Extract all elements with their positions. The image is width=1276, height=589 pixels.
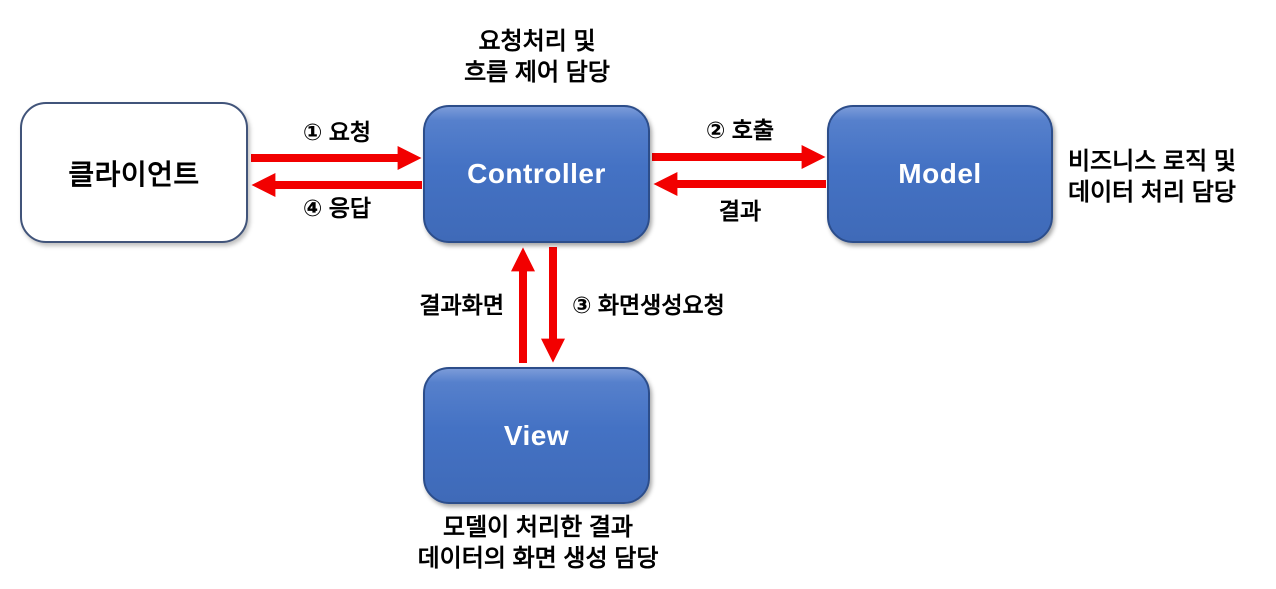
node-model-label: Model	[898, 158, 982, 189]
node-client-label: 클라이언트	[68, 158, 200, 190]
arrow-call-label: ② 호출	[705, 117, 775, 143]
arrow-screen-request-label: ③ 화면생성요청	[572, 292, 725, 318]
arrow-result-label: 결과	[718, 198, 762, 224]
node-view: View	[423, 367, 650, 504]
node-view-label: View	[503, 419, 570, 451]
model-note: 비즈니스 로직 및 데이터 처리 담당	[1068, 148, 1236, 206]
node-model: Model	[827, 105, 1053, 243]
node-client: 클라이언트	[20, 102, 248, 243]
node-controller-label: Controller	[467, 158, 606, 189]
node-controller: Controller	[423, 105, 650, 243]
controller-note: 요청처리 및 흐름 제어 담당	[464, 28, 610, 86]
view-note: 모델이 처리한 결과 데이터의 화면 생성 담당	[417, 514, 659, 572]
arrow-result-screen-label: 결과화면	[419, 292, 504, 318]
arrow-request-label: ① 요청	[302, 119, 372, 145]
arrow-response-label: ④ 응답	[302, 195, 372, 221]
